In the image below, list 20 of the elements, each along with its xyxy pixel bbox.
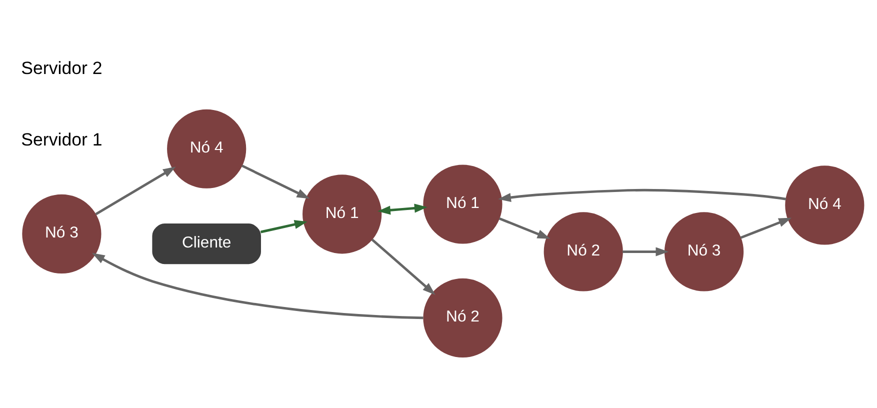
arrow (92, 252, 424, 319)
arrow (498, 188, 786, 202)
node-circle: Nó 3 (664, 212, 744, 291)
node-circle: Nó 4 (785, 165, 864, 244)
node-circle: Nó 1 (423, 164, 502, 244)
label: Servidor 1 (21, 128, 102, 149)
node-circle: Nó 3 (22, 194, 102, 273)
arrow (498, 216, 550, 238)
arrow (371, 238, 436, 294)
arrow (378, 203, 428, 214)
node-circle: Nó 2 (544, 212, 623, 291)
node-box: Cliente (152, 223, 261, 264)
node-circle: Nó 1 (302, 174, 382, 254)
arrow (622, 246, 669, 256)
arrow (95, 166, 176, 215)
arrow (241, 164, 310, 198)
arrow (740, 217, 792, 238)
label: Servidor 2 (21, 58, 102, 78)
arrow (260, 220, 308, 233)
node-circle: Nó 4 (167, 108, 246, 188)
